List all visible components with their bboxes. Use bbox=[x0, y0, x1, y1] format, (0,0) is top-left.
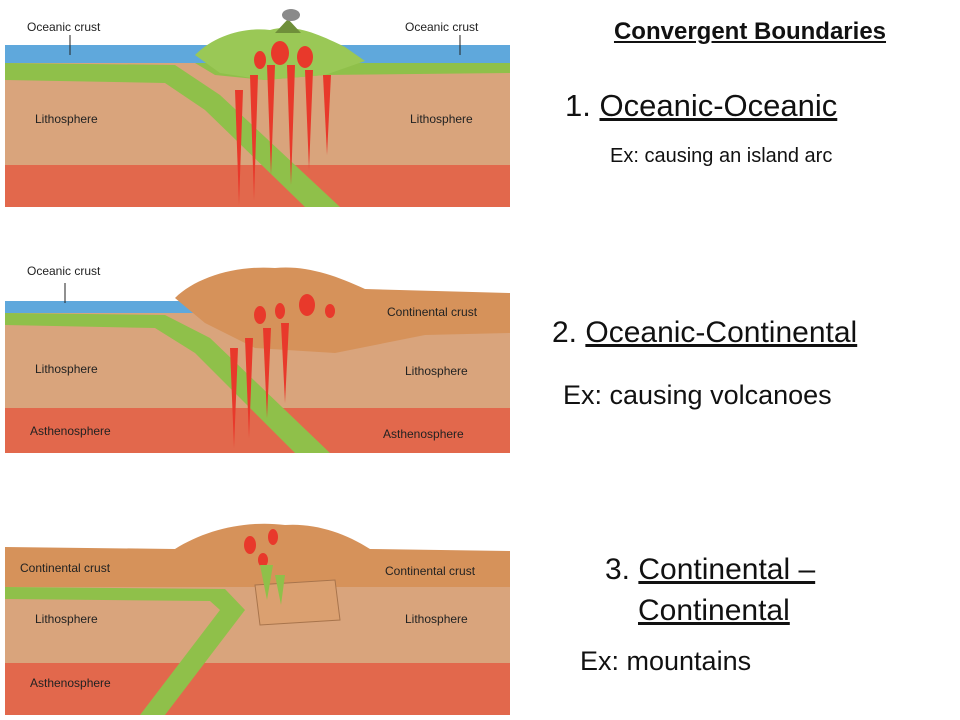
collision-block bbox=[254, 579, 341, 626]
subducting-slab bbox=[5, 63, 340, 207]
lithosphere-layer bbox=[5, 63, 510, 165]
label-lithosphere-left: Lithosphere bbox=[35, 112, 98, 126]
label-lithosphere-right: Lithosphere bbox=[405, 612, 468, 626]
continental-crust bbox=[5, 523, 510, 587]
heading-name: Oceanic-Continental bbox=[585, 316, 858, 349]
label-continental-crust-left: Continental crust bbox=[20, 561, 111, 575]
label-lithosphere-left: Lithosphere bbox=[35, 612, 98, 626]
heading-number: 3. bbox=[605, 553, 631, 586]
diagram-continental-continental: Continental crust Continental crust Lith… bbox=[5, 515, 510, 715]
label-lithosphere-right: Lithosphere bbox=[405, 364, 468, 378]
example-oceanic-oceanic: Ex: causing an island arc bbox=[610, 145, 833, 167]
label-asthenosphere-left: Asthenosphere bbox=[30, 676, 111, 690]
continental-crust bbox=[175, 267, 510, 353]
label-continental-crust-right: Continental crust bbox=[385, 564, 476, 578]
diagram-oceanic-continental: Oceanic crust Continental crust Lithosph… bbox=[5, 253, 510, 453]
subducting-slab bbox=[5, 313, 330, 453]
page-title: Convergent Boundaries bbox=[613, 18, 887, 45]
heading-name: Oceanic-Oceanic bbox=[599, 88, 838, 123]
heading-number: 1. bbox=[565, 88, 591, 123]
asthenosphere-layer bbox=[5, 663, 510, 715]
label-oceanic-crust-left: Oceanic crust bbox=[27, 20, 101, 34]
heading-continental-continental: 3. Continental – bbox=[605, 553, 815, 587]
subducting-slab bbox=[5, 587, 245, 715]
label-oceanic-crust-right: Oceanic crust bbox=[405, 20, 479, 34]
label-oceanic-crust: Oceanic crust bbox=[27, 264, 101, 278]
label-lithosphere-right: Lithosphere bbox=[410, 112, 473, 126]
example-continental-continental: Ex: mountains bbox=[580, 646, 752, 676]
volcano-smoke bbox=[282, 9, 300, 21]
lithosphere-layer bbox=[5, 587, 510, 663]
magma-plumes bbox=[235, 41, 331, 205]
magma-plumes bbox=[230, 294, 335, 448]
ocean-water bbox=[5, 301, 205, 313]
heading-oceanic-continental: 2. Oceanic-Continental bbox=[552, 316, 857, 350]
heading-number: 2. bbox=[552, 316, 578, 349]
label-continental-crust: Continental crust bbox=[387, 305, 478, 319]
heading-continental-continental-line2: Continental bbox=[638, 594, 790, 628]
heading-name-line1: Continental – bbox=[638, 553, 816, 586]
magma-plumes bbox=[244, 529, 278, 567]
example-oceanic-continental: Ex: causing volcanoes bbox=[563, 380, 832, 410]
label-lithosphere-left: Lithosphere bbox=[35, 362, 98, 376]
label-asthenosphere-left: Asthenosphere bbox=[30, 424, 111, 438]
asthenosphere-layer bbox=[5, 165, 510, 207]
diagram-oceanic-oceanic: Oceanic crust Oceanic crust Lithosphere … bbox=[5, 5, 510, 207]
heading-oceanic-oceanic: 1. Oceanic-Oceanic bbox=[565, 88, 837, 124]
label-asthenosphere-right: Asthenosphere bbox=[383, 427, 464, 441]
heading-name-line2: Continental bbox=[638, 594, 790, 627]
